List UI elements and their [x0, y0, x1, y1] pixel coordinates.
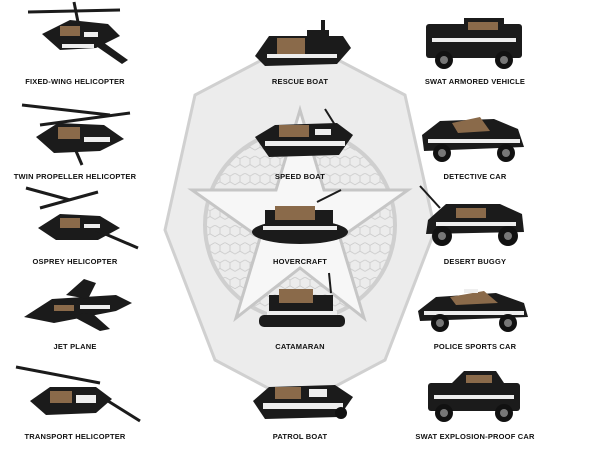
vehicle-jet-plane: JET PLANE [0, 265, 150, 351]
vehicle-label: TWIN PROPELLER HELICOPTER [13, 172, 137, 181]
desert-buggy-image [419, 185, 524, 246]
vehicle-label: FIXED-WING HELICOPTER [25, 77, 125, 86]
swat-explosion-proof-car-image [428, 371, 520, 422]
vehicle-label: DESERT BUGGY [443, 257, 507, 266]
twin-propeller-helicopter-image [21, 103, 131, 166]
vehicle-transport-helicopter: TRANSPORT HELICOPTER [0, 355, 150, 441]
fixed-wing-helicopter-image [27, 1, 128, 64]
osprey-helicopter-image [25, 186, 139, 250]
vehicle-osprey-helicopter: OSPREY HELICOPTER [0, 180, 150, 266]
swat-armored-vehicle-image [426, 18, 522, 69]
vehicle-swat-explosion-proof-car: SWAT EXPLOSION-PROOF CAR [400, 355, 550, 441]
jet-plane-image [24, 279, 132, 331]
vehicle-label: RESCUE BOAT [271, 77, 329, 86]
vehicle-label: DETECTIVE CAR [443, 172, 507, 181]
vehicle-label: JET PLANE [53, 342, 97, 351]
detective-car-image [422, 117, 524, 162]
catamaran-image [259, 272, 345, 327]
vehicle-label: TRANSPORT HELICOPTER [24, 432, 126, 441]
vehicle-patrol-boat: PATROL BOAT [225, 355, 375, 441]
vehicle-label: CATAMARAN [275, 342, 325, 351]
vehicle-label: SPEED BOAT [274, 172, 326, 181]
vehicle-rescue-boat: RESCUE BOAT [225, 0, 375, 86]
vehicle-label: HOVERCRAFT [272, 257, 328, 266]
vehicle-detective-car: DETECTIVE CAR [400, 95, 550, 181]
vehicle-police-sports-car: POLICE SPORTS CAR [400, 265, 550, 351]
hovercraft-image [252, 189, 348, 244]
rescue-boat-image [255, 20, 351, 66]
vehicle-swat-armored-vehicle: SWAT ARMORED VEHICLE [400, 0, 550, 86]
speed-boat-image [255, 108, 353, 157]
vehicle-label: OSPREY HELICOPTER [32, 257, 118, 266]
vehicle-twin-propeller-helicopter: TWIN PROPELLER HELICOPTER [0, 95, 150, 181]
vehicle-hovercraft: HOVERCRAFT [225, 180, 375, 266]
vehicle-catamaran: CATAMARAN [225, 265, 375, 351]
vehicle-label: SWAT EXPLOSION-PROOF CAR [415, 432, 535, 441]
vehicle-label: SWAT ARMORED VEHICLE [424, 77, 526, 86]
vehicle-fixed-wing-helicopter: FIXED-WING HELICOPTER [0, 0, 150, 86]
vehicle-label: POLICE SPORTS CAR [433, 342, 517, 351]
transport-helicopter-image [15, 365, 141, 423]
vehicle-speed-boat: SPEED BOAT [225, 95, 375, 181]
vehicle-label: PATROL BOAT [272, 432, 328, 441]
vehicle-desert-buggy: DESERT BUGGY [400, 180, 550, 266]
patrol-boat-image [253, 385, 353, 419]
police-sports-car-image [418, 289, 528, 332]
